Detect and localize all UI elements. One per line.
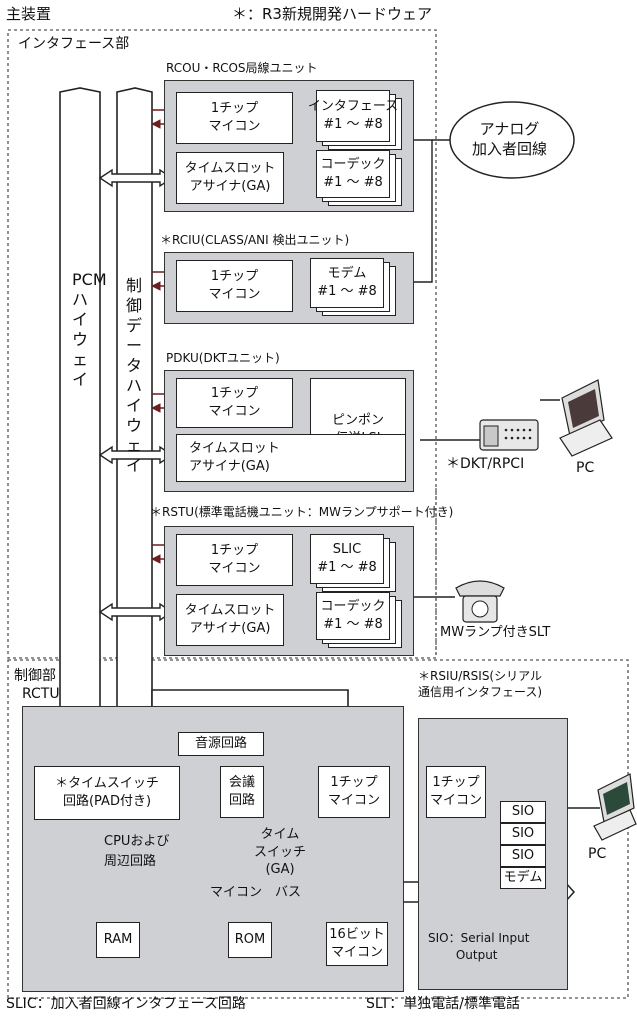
legend-note: ＊：R3新規開発ハードウェア — [232, 6, 432, 23]
main-unit-title: 主装置 — [6, 6, 51, 23]
slic-footnote: SLIC：加入者回線インタフェース回路 — [6, 996, 246, 1012]
mwslt-label: MWランプ付きSLT — [440, 626, 550, 641]
bus-label: マイコン バス — [210, 886, 301, 901]
ctrl-highway-label: 制御データハイウェイ — [126, 276, 142, 476]
pc-icon — [560, 380, 612, 456]
pcm-highway-label: PCMハイウェイ — [72, 270, 88, 390]
rstu-label: ＊RSTU(標準電話機ユニット：MWランプサポート付き) — [150, 506, 453, 520]
slt-phone-icon — [456, 581, 504, 622]
analog-line-label: アナログ 加入者回線 — [472, 120, 547, 159]
rsiu-mcu-block: 1チップ マイコン — [426, 766, 486, 818]
pdku-timeslot-block: タイムスロット アサイナ(GA) — [176, 434, 406, 482]
ts-ga-label: タイム スイッチ (GA) — [254, 826, 306, 879]
rcou-timeslot-block: タイムスロット アサイナ(GA) — [176, 152, 284, 204]
modem-sio-block: モデム — [500, 867, 546, 889]
interface-area-label: インタフェース部 — [18, 36, 129, 52]
codec2-block: コーデック #1 ～ #8 — [316, 592, 390, 640]
pdku-label: PDKU(DKTユニット) — [166, 352, 280, 366]
ram-block: RAM — [96, 922, 140, 958]
rctu-label: RCTU — [22, 686, 60, 702]
rciu-mcu-block: 1チップ マイコン — [176, 260, 293, 312]
pc2-label: PC — [588, 846, 606, 862]
rctu-mcu-block: 1チップ マイコン — [318, 766, 390, 818]
rstu-mcu-block: 1チップ マイコン — [176, 534, 293, 586]
pdku-mcu-block: 1チップ マイコン — [176, 378, 293, 428]
modem-block: モデム #1 ～ #8 — [310, 258, 384, 308]
rom-block: ROM — [228, 922, 272, 958]
interface-block: インタフェース #1 ～ #8 — [316, 90, 390, 142]
codec-block: コーデック #1 ～ #8 — [316, 150, 390, 198]
rsiu-label: ＊RSIU/RSIS(シリアル 通信用インタフェース) — [418, 668, 542, 700]
pc2-icon — [594, 774, 636, 840]
dkt-label: ＊DKT/RPCI — [446, 456, 524, 472]
cpu-label: CPUおよび 周辺回路 — [104, 832, 169, 871]
timeswitch-block: ＊タイムスイッチ 回路(PAD付き) — [34, 766, 180, 820]
sio-block-1: SIO — [500, 801, 546, 823]
bit16-block: 16ビット マイコン — [326, 922, 388, 966]
rstu-timeslot-block: タイムスロット アサイナ(GA) — [176, 594, 284, 646]
slic-block: SLIC #1 ～ #8 — [310, 534, 384, 584]
conference-block: 会議 回路 — [220, 766, 264, 818]
slt-footnote: SLT：単独電話/標準電話 — [366, 996, 520, 1012]
control-area-label: 制御部 — [14, 668, 56, 684]
sio-note: SIO：Serial Input Output — [428, 930, 529, 964]
sio-block-3: SIO — [500, 845, 546, 867]
rcou-label: RCOU・RCOS局線ユニット — [166, 62, 318, 76]
rciu-label: ＊RCIU(CLASS/ANI 検出ユニット) — [160, 234, 349, 248]
rcou-mcu-block: 1チップ マイコン — [176, 92, 293, 144]
sio-block-2: SIO — [500, 823, 546, 845]
sound-block: 音源回路 — [178, 732, 264, 756]
dkt-phone-icon — [480, 420, 538, 450]
pc-label: PC — [576, 460, 594, 476]
